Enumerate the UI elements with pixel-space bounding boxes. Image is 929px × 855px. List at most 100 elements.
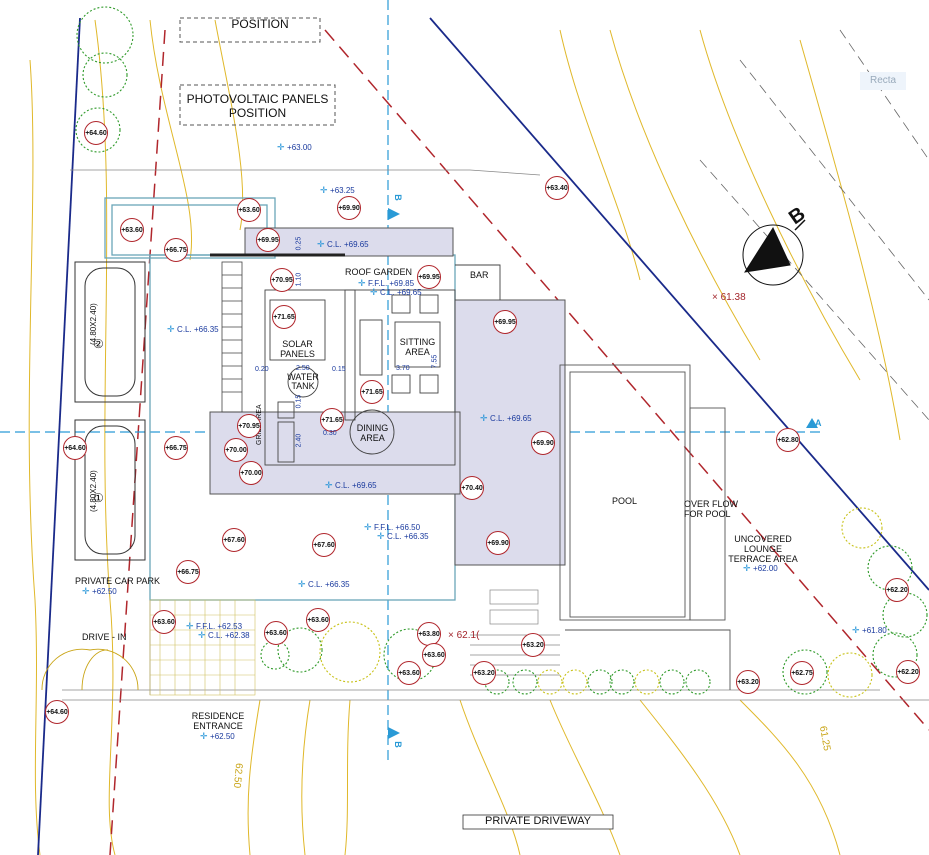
level-mark: +66.75	[164, 436, 188, 460]
level-mark: +70.00	[224, 438, 248, 462]
cl-mark: C.L. +69.65	[325, 481, 377, 490]
cl-mark: C.L. +66.35	[167, 325, 219, 334]
level-mark: +63.60	[120, 218, 144, 242]
level-mark: +64.60	[84, 121, 108, 145]
level-mark: +62.75	[790, 661, 814, 685]
level-mark: +66.75	[164, 238, 188, 262]
label-lounge: LOUNGE	[743, 544, 782, 554]
cl-mark: +63.25	[320, 186, 355, 195]
roof-garden	[264, 264, 501, 466]
cl-mark: +63.00	[277, 143, 312, 152]
label-private-driveway: PRIVATE DRIVEWAY	[485, 815, 591, 827]
ffl-mark: F.F.L. +66.50	[364, 523, 420, 532]
dimension: 2.50	[296, 365, 310, 372]
cl-mark: C.L. +69.65	[317, 240, 369, 249]
label-terrace-area: TERRACE AREA	[728, 554, 798, 564]
level-mark: +69.95	[417, 265, 441, 289]
label-drive-in: DRIVE - IN	[82, 632, 127, 642]
label-overflow: OVER FLOW	[684, 499, 739, 509]
level-mark: +69.95	[256, 228, 280, 252]
level-mark: +67.60	[222, 528, 246, 552]
label-private-car-park: PRIVATE CAR PARK	[75, 576, 161, 586]
ffl-mark-cl: C.L. +66.35	[377, 532, 429, 541]
level-mark: +63.20	[736, 670, 760, 694]
ffl-mark-cl: C.L. +69.65	[370, 288, 422, 297]
contour-lines	[28, 19, 901, 855]
level-mark: +66.75	[176, 560, 200, 584]
neighbour-lines	[699, 29, 929, 421]
level-mark: +63.80	[417, 622, 441, 646]
setback-lines	[109, 29, 929, 855]
label-residence: RESIDENCE	[191, 711, 245, 721]
label-tank: TANK	[291, 381, 315, 391]
spot-height: × 62.1(	[448, 630, 480, 641]
level-mark: +62.80	[776, 428, 800, 452]
section-markers	[388, 208, 818, 739]
dimension: 0.15	[332, 366, 346, 373]
contour-label: 62.50	[230, 762, 245, 789]
dimension: 3.70	[396, 365, 410, 372]
level-mark: +63.20	[521, 633, 545, 657]
section-b-bottom: B	[392, 741, 403, 748]
label-dining: DINING	[356, 423, 389, 433]
label-sitting-area: AREA	[405, 347, 430, 357]
spot-height: × 61.38	[712, 292, 746, 303]
label-sitting: SITTING	[399, 337, 436, 347]
level-mark: +64.60	[63, 436, 87, 460]
level-mark: +63.40	[545, 176, 569, 200]
dimension: 0.30	[323, 430, 337, 437]
label-car-1-num: ①	[93, 491, 104, 505]
level-mark: +69.90	[531, 431, 555, 455]
dimension: 0.25	[295, 236, 303, 251]
cl-mark: +62.50	[200, 732, 235, 741]
dimension: 2.40	[295, 433, 303, 448]
level-mark: +71.65	[320, 408, 344, 432]
dimension: 7.55	[431, 354, 439, 369]
level-mark: +63.20	[472, 661, 496, 685]
label-bar: BAR	[470, 270, 489, 280]
north-arrow	[742, 219, 806, 286]
label-roof-garden: ROOF GARDEN	[345, 267, 413, 277]
section-a: A	[815, 418, 822, 428]
level-mark: +63.60	[264, 621, 288, 645]
level-mark: +63.60	[422, 643, 446, 667]
ffl-mark: F.F.L. +62.53	[186, 622, 242, 631]
level-mark: +64.60	[45, 700, 69, 724]
level-mark: +63.60	[237, 198, 261, 222]
level-mark: +62.20	[885, 578, 909, 602]
level-mark: +69.90	[337, 196, 361, 220]
label-pool: POOL	[612, 496, 638, 506]
level-mark: +63.60	[306, 608, 330, 632]
steps	[470, 589, 560, 676]
level-mark: +70.95	[270, 268, 294, 292]
ffl-mark: F.F.L. +69.85	[358, 279, 414, 288]
level-mark: +69.90	[486, 531, 510, 555]
label-panels: PANELS	[280, 349, 315, 359]
label-solar: SOLAR	[282, 339, 313, 349]
label-entrance: ENTRANCE	[193, 721, 243, 731]
pool-area	[559, 364, 731, 690]
trees-yellow	[319, 507, 883, 698]
level-mark: +62.20	[896, 660, 920, 684]
level-mark: +70.00	[239, 461, 263, 485]
label-water: WATER	[287, 372, 319, 382]
rect-tag: Recta	[860, 72, 907, 90]
label-car-2-num: ②	[93, 337, 104, 351]
cl-mark: C.L. +66.35	[298, 580, 350, 589]
label-pv-panels: PHOTOVOLTAIC PANELS	[186, 92, 329, 106]
label-dining-area: AREA	[360, 433, 385, 443]
level-mark: +71.65	[272, 305, 296, 329]
level-mark: +67.60	[312, 533, 336, 557]
entrance-paving	[149, 599, 256, 696]
pv-box-top	[179, 17, 321, 43]
dimension: 0.20	[255, 366, 269, 373]
car-park	[74, 261, 146, 561]
dimension: 1.10	[295, 272, 303, 287]
level-mark: +71.65	[360, 380, 384, 404]
dimension: 0.15	[295, 394, 303, 409]
driveway-box	[462, 814, 614, 830]
level-mark: +70.95	[237, 414, 261, 438]
label-uncovered: UNCOVERED	[734, 534, 792, 544]
level-mark: +70.40	[460, 476, 484, 500]
label-position-top: POSITION	[231, 17, 289, 31]
